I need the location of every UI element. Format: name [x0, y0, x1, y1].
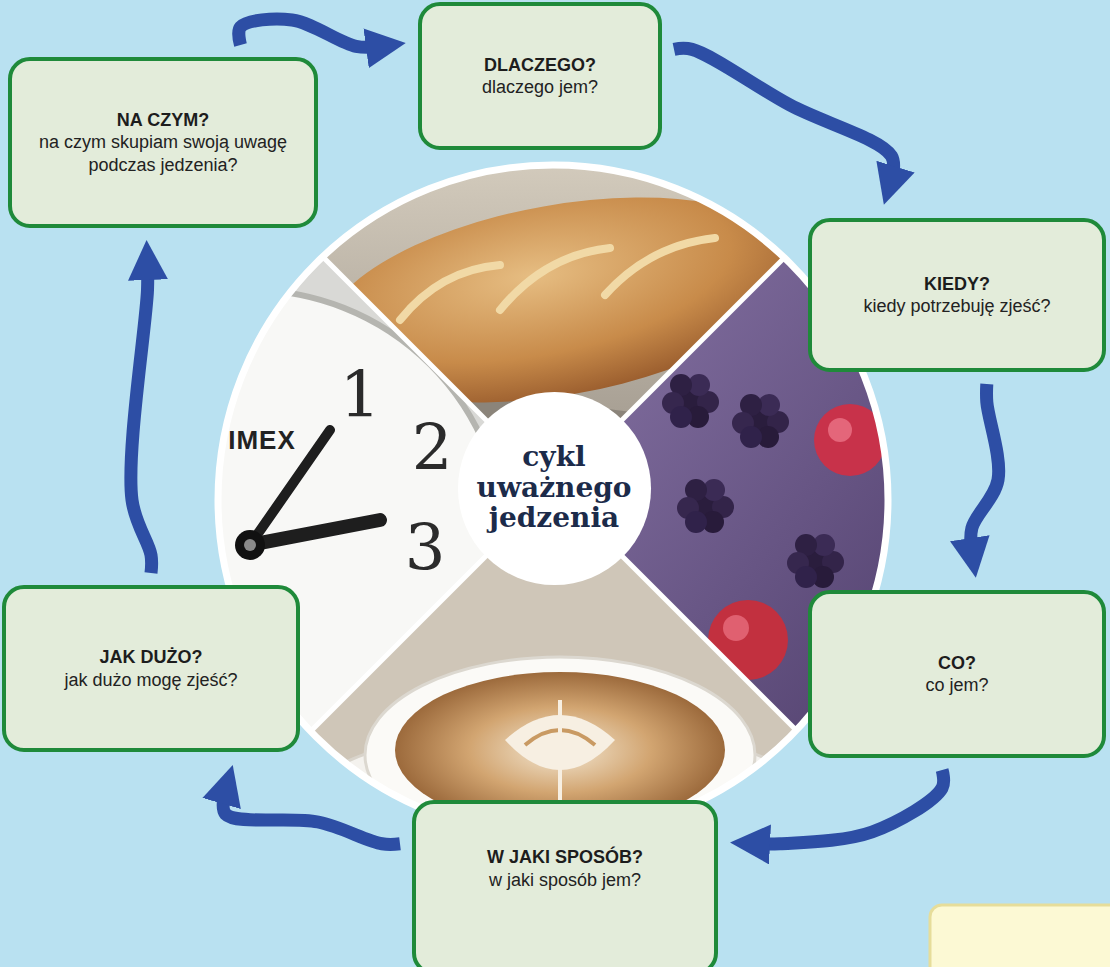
question-heading: NA CZYM? [117, 109, 209, 132]
question-box: KIEDY?kiedy potrzebuję zjeść? [808, 218, 1106, 372]
question-heading: W JAKI SPOSÓB? [487, 846, 643, 869]
question-box: NA CZYM?na czym skupiam swoją uwagę podc… [8, 57, 318, 228]
question-text: jak dużo mogę zjeść? [64, 669, 237, 692]
latte-art-stem [558, 700, 562, 800]
question-text: kiedy potrzebuję zjeść? [863, 295, 1050, 318]
cycle-arrow [131, 266, 152, 573]
cycle-arrow [239, 19, 380, 47]
clock-hub-cap [244, 539, 256, 551]
question-heading: KIEDY? [924, 273, 990, 296]
bread-score [400, 265, 500, 320]
clock-numeral: 3 [405, 516, 446, 580]
bread-score [500, 248, 610, 310]
question-box: W JAKI SPOSÓB?w jaki sposób jem? [412, 800, 718, 967]
question-heading: DLACZEGO? [484, 54, 596, 77]
cycle-arrow [674, 48, 894, 180]
raspberry-highlight [723, 615, 749, 641]
blackberry [677, 479, 734, 533]
question-text: na czym skupiam swoją uwagę podczas jedz… [26, 131, 300, 176]
raspberry-highlight [828, 418, 852, 442]
blackberry [732, 394, 789, 448]
note-card [930, 905, 1110, 967]
blackberry [787, 534, 844, 588]
cycle-arrow [756, 770, 944, 844]
clock-hour-hand [250, 520, 380, 545]
clock-numeral: 2 [412, 416, 453, 480]
cycle-arrow [971, 384, 999, 552]
question-text: w jaki sposób jem? [489, 869, 641, 892]
cycle-arrow [223, 790, 400, 844]
photo-ring [218, 165, 888, 835]
question-box: JAK DUŻO?jak dużo mogę zjeść? [2, 585, 300, 752]
question-text: dlaczego jem? [482, 76, 598, 99]
clock-brand: IMEX [228, 425, 296, 456]
circle-fill [457, 391, 650, 584]
cycle-title: cykl uważnego jedzenia [474, 442, 634, 534]
question-box: CO?co jem? [808, 590, 1106, 758]
bread-score [605, 238, 715, 295]
question-text: co jem? [925, 674, 988, 697]
question-heading: CO? [938, 652, 976, 675]
blackberry [662, 374, 719, 428]
question-heading: JAK DUŻO? [100, 646, 203, 669]
clock-numeral: 1 [340, 363, 381, 427]
clock-hub [235, 530, 265, 560]
center-circle: cykl uważnego jedzenia [457, 391, 652, 586]
question-box: DLACZEGO?dlaczego jem? [418, 2, 662, 150]
